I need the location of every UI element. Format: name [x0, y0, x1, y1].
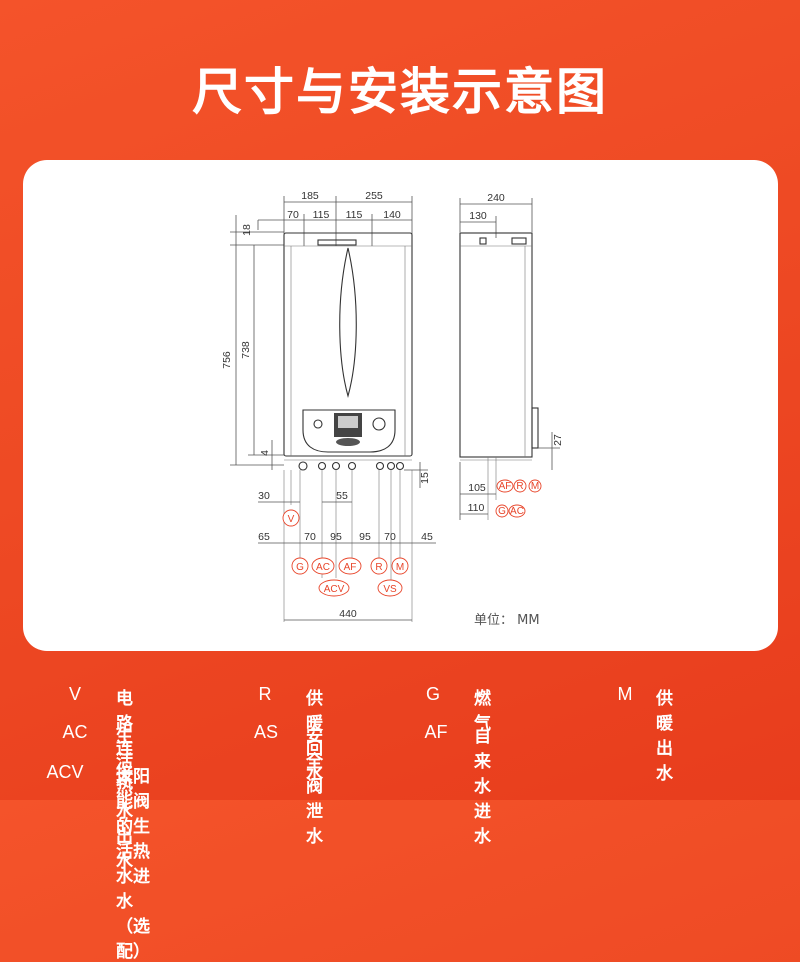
legend-text-v: 电路连接: [116, 689, 133, 784]
dim-440: 440: [339, 608, 357, 620]
dim-45: 45: [421, 531, 433, 543]
connector-ac: AC: [316, 562, 330, 573]
legend-code-af: AF: [424, 722, 448, 742]
legend-text-r: 供暖回水: [306, 689, 323, 784]
dim-185: 185: [301, 190, 319, 202]
connector-v-label: V: [288, 514, 295, 525]
installation-diagram: 185 255 70 115 115 140 18 756 738 4: [221, 190, 564, 622]
dim-18: 18: [241, 224, 253, 236]
connector-vs: VS: [383, 584, 397, 595]
dim-30: 30: [258, 490, 270, 502]
page-title: 尺寸与安装示意图: [192, 63, 608, 121]
connector-g: G: [296, 562, 304, 573]
legend-text-m: 供暖出水: [656, 689, 673, 784]
legend-code-as: AS: [253, 722, 278, 742]
dim-95-b: 95: [359, 531, 371, 543]
dim-115-b: 115: [346, 209, 363, 221]
connector-m: M: [396, 562, 404, 573]
legend-text-acv: 太阳能阀的生活热水进水（选配）: [116, 767, 150, 962]
legend-code-m: M: [617, 684, 633, 704]
dim-15: 15: [419, 472, 431, 484]
dim-4: 4: [259, 450, 271, 456]
dim-255: 255: [365, 190, 383, 202]
dim-115-a: 115: [313, 209, 330, 221]
legend-text-as: 安全阀泄水: [306, 727, 323, 847]
legend-code-g: G: [425, 684, 440, 704]
side-dim-110: 110: [468, 502, 485, 514]
dim-55: 55: [336, 490, 348, 502]
side-connector-ac: AC: [510, 506, 524, 517]
side-connector-g: G: [498, 506, 506, 517]
connector-r: R: [375, 562, 382, 573]
side-dim-27: 27: [552, 434, 564, 446]
legend-code-ac: AC: [62, 722, 88, 742]
dim-65: 65: [258, 531, 270, 543]
dim-738: 738: [240, 341, 252, 359]
side-dim-240: 240: [487, 192, 505, 204]
dim-95-a: 95: [330, 531, 342, 543]
legend-text-g: 燃气: [474, 689, 491, 734]
front-view: 185 255 70 115 115 140 18 756 738 4: [221, 190, 436, 622]
legend-text-af: 自来水进水: [474, 727, 491, 847]
dim-70-top: 70: [287, 209, 299, 221]
side-connector-m: M: [531, 481, 539, 492]
dim-140: 140: [383, 209, 401, 221]
connector-v: [282, 509, 300, 527]
side-dim-105: 105: [468, 482, 486, 494]
unit-label: 单位： MM: [474, 613, 540, 628]
legend-code-acv: ACV: [46, 762, 84, 782]
side-connector-r: R: [516, 481, 523, 492]
side-view: 240 130 27 105 110 AF R M G AC: [459, 192, 564, 520]
dim-756: 756: [221, 351, 233, 369]
legend-code-r: R: [258, 684, 272, 704]
side-connector-af: AF: [499, 481, 512, 492]
legend-code-v: V: [68, 684, 81, 704]
connector-acv: ACV: [324, 584, 345, 595]
side-dim-130: 130: [469, 210, 487, 222]
dim-70-a: 70: [304, 531, 316, 543]
connector-af: AF: [344, 562, 357, 573]
dim-70-b: 70: [384, 531, 396, 543]
